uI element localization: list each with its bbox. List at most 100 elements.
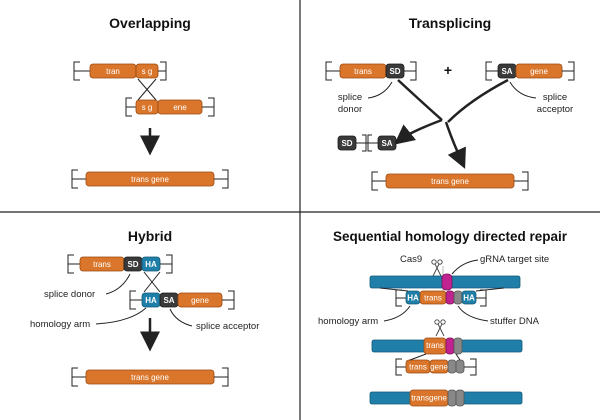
panel-title-hybrid: Hybrid [128, 228, 172, 244]
plus-sign: + [444, 62, 452, 78]
label-splice-donor: donor [338, 104, 362, 115]
stuffer-block [453, 290, 463, 305]
itr-mark [367, 134, 372, 152]
segment-transgene-label: transgene [411, 394, 447, 403]
pointer-line [457, 305, 489, 322]
segment-sd-label: SD [127, 260, 138, 269]
grna-site-block [445, 290, 455, 305]
panel-hybrid: Hybrid trans SD HA HA SA gene [30, 228, 259, 387]
itr-mark [362, 134, 367, 152]
itr-right [222, 367, 229, 387]
hybrid-bottom-vector: HA SA gene [129, 290, 235, 310]
itr-right [208, 97, 215, 117]
intron-arrow-icon [394, 118, 443, 145]
pointer-line [451, 259, 479, 275]
stuffer-block [455, 359, 465, 374]
label-cas9: Cas9 [400, 254, 422, 265]
segment-gene-label: gene [191, 296, 209, 305]
itr-right [568, 61, 575, 81]
excised-intron: SD SA [337, 134, 397, 152]
segment-ha-left-label: HA [407, 294, 419, 303]
overlapping-bottom-vector: s g ene [125, 97, 215, 117]
panel-title-sequential-hdr: Sequential homology directed repair [333, 229, 568, 244]
panel-transplicing: Transplicing trans SD + SA gene splice d… [325, 15, 575, 191]
crossover-line [379, 287, 409, 292]
panel-title-overlapping: Overlapping [109, 15, 191, 31]
panel-sequential-hdr: Sequential homology directed repair Cas9… [318, 229, 568, 407]
pointer-line [95, 307, 147, 325]
segment-sg-top-label: s g [142, 67, 153, 76]
hybrid-top-vector: trans SD HA [67, 254, 173, 274]
segment-sd-label: SD [389, 67, 400, 76]
overlapping-top-vector: tran s g [73, 61, 167, 81]
genome-locus-final: transgene [369, 389, 523, 407]
label-splice-acceptor: splice acceptor [196, 321, 259, 332]
segment-ha-bottom-label: HA [145, 296, 157, 305]
segment-trans-gene-label: trans gene [131, 175, 169, 184]
splicing-curve [447, 78, 509, 123]
segment-sa-label: SA [163, 296, 174, 305]
label-stuffer-dna: stuffer DNA [490, 316, 540, 327]
label-homology-arm: homology arm [318, 316, 378, 327]
panel-title-transplicing: Transplicing [409, 15, 491, 31]
crossover-line [143, 271, 161, 293]
label-homology-arm: homology arm [30, 319, 90, 330]
splicing-curve [397, 79, 443, 121]
segment-gene-label: gene [530, 67, 548, 76]
crossover-line [409, 353, 427, 361]
stuffer-block [455, 389, 465, 407]
segment-trans-gene-label: trans gene [431, 177, 469, 186]
transplicing-acceptor-vector: SA gene [485, 61, 575, 81]
pointer-line [509, 81, 537, 99]
hdr-donor-vector-2: trans gene [395, 358, 477, 376]
segment-sa-small-label: SA [381, 139, 392, 148]
transplicing-result-vector: trans gene [371, 171, 529, 191]
segment-trans-3-label: trans [409, 363, 427, 372]
genome-locus-1 [369, 273, 521, 291]
segment-ha-top-label: HA [145, 260, 157, 269]
segment-ene-label: ene [173, 103, 187, 112]
transplicing-donor-vector: trans SD [325, 61, 417, 81]
itr-right [410, 61, 417, 81]
itr-right [522, 171, 529, 191]
panel-overlapping: Overlapping tran s g s g ene [71, 15, 229, 189]
label-splice-acceptor: acceptor [537, 104, 573, 115]
grna-target-site [441, 273, 453, 291]
hybrid-result-vector: trans gene [71, 367, 229, 387]
segment-gene-label: gene [430, 363, 448, 372]
segment-trans-gene-label: trans gene [131, 373, 169, 382]
label-splice-donor: splice donor [44, 289, 95, 300]
segment-trans-label: trans [424, 294, 442, 303]
label-splice-donor: splice [338, 92, 362, 103]
genome-locus-2: trans [371, 337, 523, 355]
pointer-line [367, 81, 393, 99]
pointer-line [169, 308, 193, 327]
itr-right [228, 290, 235, 310]
product-arrow-icon [444, 121, 466, 169]
hdr-donor-vector: HA trans HA [395, 289, 487, 307]
overlapping-result-vector: trans gene [71, 169, 229, 189]
scissors-icon [434, 319, 446, 337]
stuffer-block [453, 337, 463, 355]
segment-trans-label: trans [354, 67, 372, 76]
itr-right [160, 61, 167, 81]
itr-right [166, 254, 173, 274]
scissors-icon [431, 259, 443, 277]
label-splice-acceptor: splice [543, 92, 567, 103]
crossover-line [455, 353, 461, 361]
stuffer-block [447, 359, 457, 374]
crossover-line [137, 78, 157, 101]
itr-right [470, 358, 477, 376]
crossover-line [475, 287, 505, 292]
segment-sa-label: SA [501, 67, 512, 76]
pointer-line [383, 305, 411, 322]
grna-site-block [445, 337, 455, 355]
segment-trans-label: trans [93, 260, 111, 269]
label-grna-target-site: gRNA target site [480, 254, 549, 265]
itr-right [222, 169, 229, 189]
pointer-line [105, 273, 131, 295]
segment-sg-bottom-label: s g [142, 103, 153, 112]
segment-ha-right-label: HA [463, 294, 475, 303]
segment-sa-small [377, 135, 397, 151]
